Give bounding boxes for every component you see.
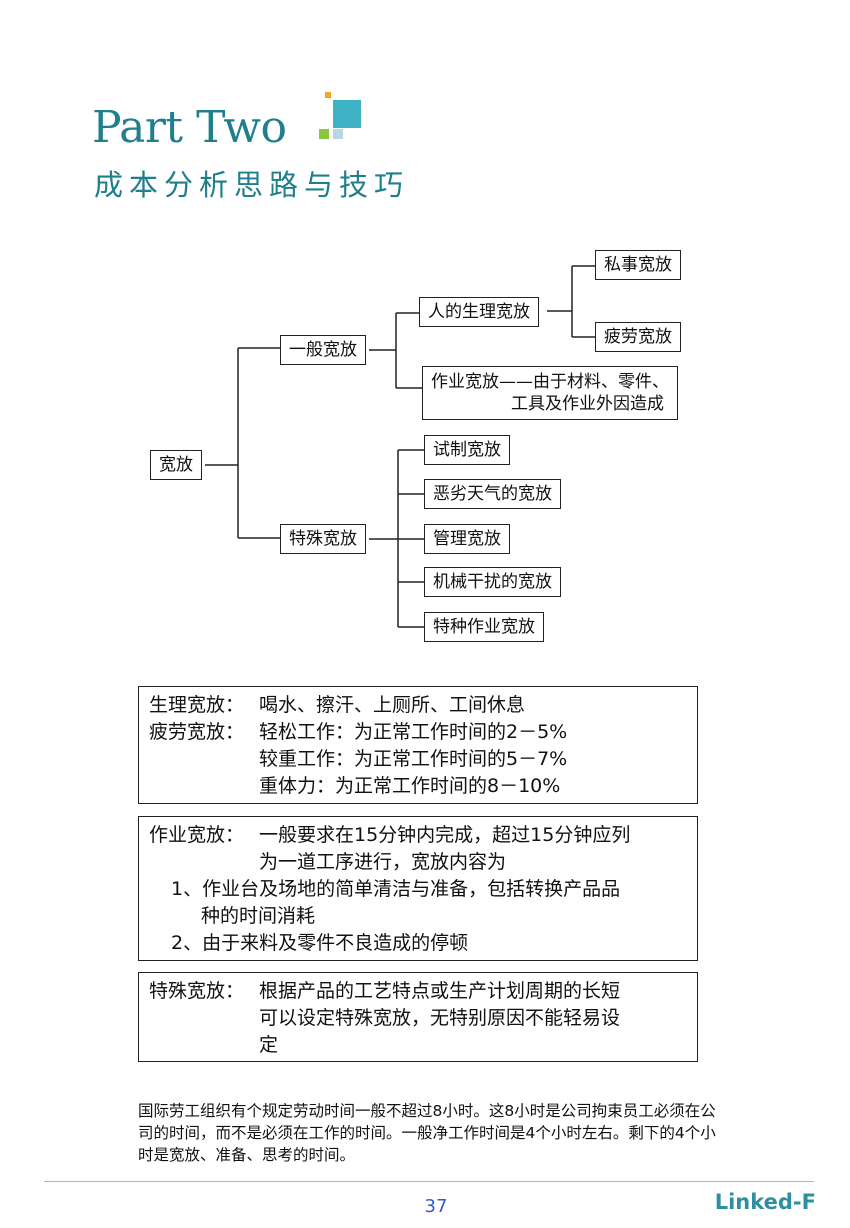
box-list-item: 2、由于来料及零件不良造成的停顿 (171, 932, 469, 954)
special-allowance-box: 特殊宽放： 根据产品的工艺特点或生产计划周期的长短 可以设定特殊宽放，无特别原因不… (138, 972, 698, 1062)
tree-node-fatigue: 疲劳宽放 (595, 322, 681, 352)
box-text: 一般要求在15分钟内完成，超过15分钟应列 (259, 824, 631, 846)
page-number: 37 (424, 1196, 448, 1217)
box-label: 生理宽放： (149, 694, 245, 716)
physio-fatigue-box: 生理宽放： 喝水、擦汗、上厕所、工间休息 疲劳宽放： 轻松工作：为正常工作时间的2－… (138, 686, 698, 804)
page-title: Part Two (92, 102, 287, 153)
tree-node-special-item: 机械干扰的宽放 (424, 567, 561, 597)
box-text: 轻松工作：为正常工作时间的2－5% (259, 721, 568, 743)
orange-square (325, 92, 331, 98)
box-label: 特殊宽放： (149, 980, 245, 1002)
footer-divider (44, 1181, 814, 1182)
box-list-item: 种的时间消耗 (201, 905, 316, 927)
tree-node-special-item: 特种作业宽放 (424, 612, 544, 642)
box-text: 重体力：为正常工作时间的8－10% (259, 775, 561, 797)
tree-node-general: 一般宽放 (280, 335, 366, 365)
box-text: 较重工作：为正常工作时间的5－7% (259, 748, 568, 770)
tree-node-work-line2: 工具及作业外因造成 (511, 394, 664, 414)
page-subtitle: 成本分析思路与技巧 (94, 168, 410, 202)
tree-node-private: 私事宽放 (595, 250, 681, 280)
tree-connector-lines (205, 265, 595, 628)
tree-node-special-item: 管理宽放 (424, 524, 510, 554)
tree-node-root: 宽放 (150, 450, 202, 480)
box-label: 疲劳宽放： (149, 721, 245, 743)
box-text: 根据产品的工艺特点或生产计划周期的长短 (259, 980, 621, 1002)
box-list-item: 1、作业台及场地的简单清洁与准备，包括转换产品品 (171, 878, 621, 900)
green-square (319, 129, 329, 139)
tree-node-work: 作业宽放——由于材料、零件、 工具及作业外因造成 (422, 366, 678, 420)
lightblue-square (333, 129, 343, 139)
box-text: 定 (259, 1034, 279, 1056)
tree-node-special: 特殊宽放 (280, 524, 366, 554)
brand-logo: Linked-F (714, 1190, 816, 1214)
box-text: 喝水、擦汗、上厕所、工间休息 (259, 694, 526, 716)
teal-square (333, 100, 361, 128)
tree-node-physio: 人的生理宽放 (419, 297, 539, 327)
tree-node-special-item: 试制宽放 (424, 435, 510, 465)
tree-node-special-item: 恶劣天气的宽放 (424, 479, 561, 509)
box-text: 为一道工序进行，宽放内容为 (259, 851, 507, 873)
box-label: 作业宽放： (149, 824, 245, 846)
box-text: 可以设定特殊宽放，无特别原因不能轻易设 (259, 1007, 621, 1029)
work-allowance-box: 作业宽放： 一般要求在15分钟内完成，超过15分钟应列 为一道工序进行，宽放内容为… (138, 816, 698, 961)
tree-node-work-line1: 作业宽放——由于材料、零件、 (431, 372, 669, 392)
ilo-note-paragraph: 国际劳工组织有个规定劳动时间一般不超过8小时。这8小时是公司拘束员工必须在公司的… (138, 1102, 716, 1164)
